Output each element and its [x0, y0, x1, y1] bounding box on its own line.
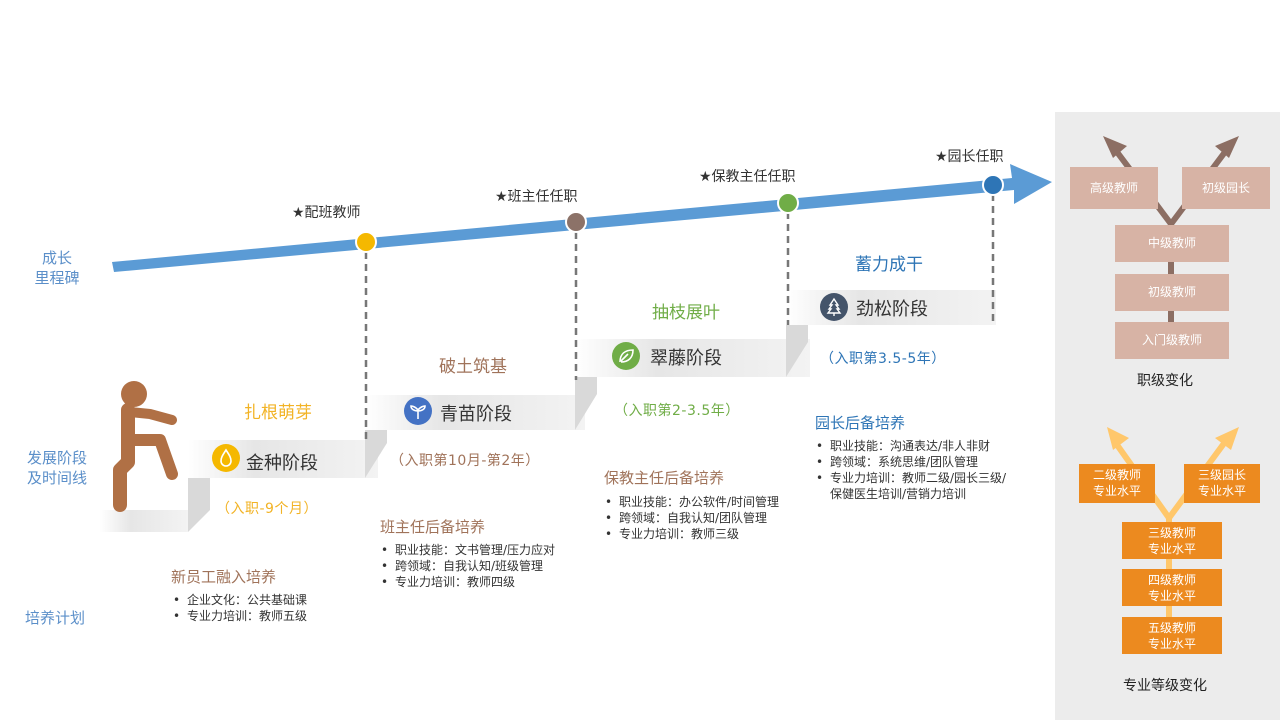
plan-item: 专业力培训：教师三级 [605, 526, 779, 542]
plan-item: 职业技能：沟通表达/非人非财 [816, 438, 1006, 454]
plan-title-4: 园长后备培养 [815, 414, 906, 432]
plan-item: 跨领域：自我认知/班级管理 [381, 558, 555, 574]
timeline-diagram [100, 164, 1052, 532]
pro-box-level4-teacher: 四级教师 专业水平 [1122, 569, 1222, 606]
plan-item: 专业力培训：教师四级 [381, 574, 555, 590]
arrow-up-right-icon [1215, 427, 1239, 450]
stage-period-3: （入职第2-3.5年） [614, 403, 740, 419]
plan-item: 企业文化：公共基础课 [173, 592, 307, 608]
milestone-dot-1 [355, 231, 377, 253]
plan-item: 专业力培训：教师二级/园长三级/ [816, 470, 1006, 486]
climbing-person-icon [113, 381, 178, 512]
dashed-connectors [364, 194, 995, 440]
plan-item: 职业技能：文书管理/压力应对 [381, 542, 555, 558]
stage-title-4: 蓄力成干 [855, 255, 923, 275]
plan-item: 保健医生培训/营销力培训 [830, 487, 967, 501]
pine-tree-icon [820, 293, 848, 321]
plan-item: 职业技能：办公软件/时间管理 [605, 494, 779, 510]
rank-box-senior-teacher: 高级教师 [1070, 167, 1158, 209]
milestone-dot-3 [777, 192, 799, 214]
leaf-icon [612, 342, 640, 370]
growth-arrow [112, 164, 1052, 272]
plan-list-1: 企业文化：公共基础课 专业力培训：教师五级 [173, 592, 307, 624]
rank-box-entry-teacher: 入门级教师 [1115, 322, 1229, 359]
milestone-label-1: ★配班教师 [292, 205, 361, 221]
plan-title-2: 班主任后备培养 [380, 518, 486, 536]
stage-title-3: 抽枝展叶 [652, 303, 720, 323]
plan-list-2: 职业技能：文书管理/压力应对 跨领域：自我认知/班级管理 专业力培训：教师四级 [381, 542, 555, 590]
stairs [100, 290, 996, 532]
plan-list-4: 职业技能：沟通表达/非人非财 跨领域：系统思维/团队管理 专业力培训：教师二级/… [816, 438, 1006, 502]
droplet-icon [212, 444, 240, 472]
stage-period-1: （入职-9个月） [216, 501, 318, 517]
rank-box-mid-teacher: 中级教师 [1115, 225, 1229, 262]
plan-item: 专业力培训：教师五级 [173, 608, 307, 624]
plan-list-3: 职业技能：办公软件/时间管理 跨领域：自我认知/团队管理 专业力培训：教师三级 [605, 494, 779, 542]
stage-period-2: （入职第10月-第2年） [390, 453, 540, 469]
stage-title-2: 破土筑基 [439, 357, 507, 377]
career-path-panel: 高级教师 初级园长 中级教师 初级教师 入门级教师 职级变化 二级教师 专业水平… [1055, 112, 1280, 720]
row-label-stage-text: 发展阶段 及时间线 [26, 449, 87, 487]
plan-title-1: 新员工融入培养 [171, 568, 277, 586]
pro-tree-label: 专业等级变化 [1123, 678, 1207, 694]
row-label-stage: 发展阶段 及时间线 [22, 448, 92, 488]
arrow-up-left-icon [1107, 427, 1129, 450]
row-label-milestone-text: 成长 里程碑 [34, 249, 80, 287]
pro-box-level3-principal: 三级园长 专业水平 [1184, 464, 1260, 503]
pro-box-level5-teacher: 五级教师 专业水平 [1122, 617, 1222, 654]
stage-name-1: 金种阶段 [246, 453, 318, 474]
row-label-plan: 培养计划 [24, 609, 85, 627]
rank-box-junior-teacher: 初级教师 [1115, 274, 1229, 311]
arrow-up-left-icon [1103, 136, 1127, 158]
stage-name-2: 青苗阶段 [440, 404, 512, 425]
plan-item: 跨领域：系统思维/团队管理 [816, 454, 1006, 470]
rank-tree-label: 职级变化 [1137, 373, 1193, 389]
row-label-milestone: 成长 里程碑 [22, 248, 92, 288]
milestone-label-2: ★班主任任职 [495, 189, 578, 205]
plan-item: 跨领域：自我认知/团队管理 [605, 510, 779, 526]
stage-title-1: 扎根萌芽 [244, 403, 312, 423]
plan-title-3: 保教主任后备培养 [604, 469, 725, 487]
pro-box-level3-teacher: 三级教师 专业水平 [1122, 522, 1222, 559]
sprout-icon [404, 397, 432, 425]
arrow-up-right-icon [1215, 136, 1239, 158]
stage-name-3: 翠藤阶段 [650, 348, 722, 369]
stage-name-4: 劲松阶段 [856, 299, 928, 320]
rank-box-junior-principal: 初级园长 [1182, 167, 1270, 209]
milestone-label-3: ★保教主任任职 [699, 169, 796, 185]
milestone-dot-2 [565, 211, 587, 233]
stage-period-4: （入职第3.5-5年） [820, 351, 946, 367]
pro-box-level2-teacher: 二级教师 专业水平 [1079, 464, 1155, 503]
milestone-dot-4 [982, 174, 1004, 196]
milestone-label-4: ★园长任职 [935, 149, 1004, 165]
